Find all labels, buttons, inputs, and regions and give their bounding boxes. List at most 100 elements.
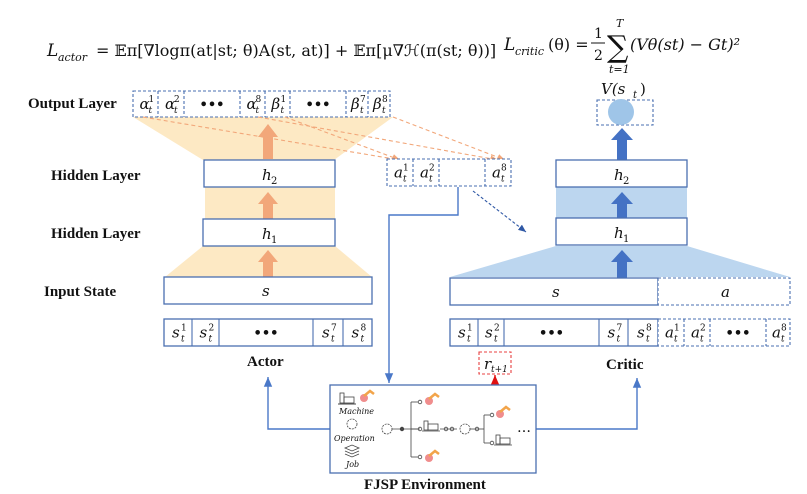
critic-loss-lhs-sub: critic — [515, 45, 544, 58]
critic-sum-symbol: ∑ — [607, 30, 629, 65]
critic-action-cell: a — [665, 324, 674, 342]
critic-value-node — [608, 99, 634, 125]
critic-state-frame — [449, 318, 659, 347]
action-cell-sub: t — [501, 175, 505, 185]
critic-action-ellipsis: ••• — [726, 327, 751, 342]
actor-state-ellipsis: ••• — [254, 327, 279, 342]
critic-h1-sub: 1 — [623, 234, 629, 245]
critic-arrow-up-2 — [611, 192, 633, 220]
reward-box: r t+1 — [478, 351, 512, 375]
actor-input-state — [163, 276, 373, 305]
critic-state-cell-sub: t — [617, 335, 621, 345]
actor-output-ellipsis: ••• — [200, 98, 225, 113]
robot-arm-icon — [496, 405, 511, 418]
critic-arrow-up-1 — [611, 128, 633, 160]
mapping-alpha1-to-a1 — [142, 116, 401, 162]
action-cell-sup: 8 — [501, 164, 507, 174]
critic-action-cell-sup: 2 — [700, 324, 706, 334]
critic-hidden-layer-2 — [555, 159, 688, 188]
critic-value-close: ) — [640, 80, 646, 98]
actor-output-cell-sup: 1 — [149, 95, 155, 105]
job-layers-icon — [343, 444, 361, 458]
critic-value-label: V(s — [601, 80, 626, 98]
action-to-critic-connector — [472, 190, 527, 233]
action-cell-sub: t — [403, 175, 407, 185]
actor-arrow-up-2 — [258, 192, 278, 220]
robot-arm-icon — [360, 389, 375, 402]
critic-state-cell-sup: 8 — [646, 324, 652, 334]
actor-arrow-up-3 — [258, 250, 278, 278]
reward-label: r — [484, 355, 492, 373]
operation-icon — [346, 418, 358, 430]
actor-loss-equation: L actor = 𝔼π[∇logπ(at|st; θ)A(st, at)] +… — [46, 41, 496, 64]
actor-hidden-layer-1 — [202, 218, 336, 247]
mapping-beta8-to-a8 — [392, 116, 506, 161]
legend-job: Job — [344, 460, 359, 469]
critic-value-sub: t — [633, 90, 638, 101]
output-to-action-mappings — [142, 116, 506, 162]
action-cell: a — [492, 164, 501, 182]
actor-state-cell-sup: 7 — [331, 324, 337, 334]
actor-output-cell-sub: t — [149, 106, 153, 116]
actor-h2-sub: 2 — [271, 176, 277, 187]
actor-state-cell: s — [352, 324, 360, 342]
actor-title: Actor — [247, 354, 284, 370]
environment-ellipsis: … — [517, 420, 531, 436]
actor-output-cell-sub: t — [256, 106, 260, 116]
action-cell: a — [394, 164, 403, 182]
critic-sum-bottom: t=1 — [609, 63, 630, 76]
critic-input-state-label: s — [552, 283, 560, 301]
actor-h2-label: h — [262, 166, 272, 184]
actor-output-cell: α — [247, 95, 257, 113]
action-cell: a — [420, 164, 429, 182]
actor-output-cell-sup: 7 — [360, 95, 366, 105]
robot-arm-icon — [425, 392, 440, 405]
critic-input-action — [657, 277, 791, 306]
critic-state-cell-sub: t — [494, 335, 498, 345]
critic-state-cell: s — [637, 324, 645, 342]
critic-action-frame — [657, 318, 791, 347]
actor-h1-sub: 1 — [271, 235, 277, 246]
actor-state-cell-sup: 1 — [181, 324, 187, 334]
critic-state-cell-sup: 2 — [494, 324, 500, 334]
critic-loss-body: (Vθ(st) − Gt)² — [630, 35, 740, 54]
critic-title: Critic — [606, 357, 644, 373]
actor-state-cell-sub: t — [361, 335, 365, 345]
actor-output-cell-sub: t — [281, 106, 285, 116]
robot-arm-icon — [425, 449, 440, 462]
actor-output-cell-sub: t — [382, 106, 386, 116]
actor-state-cell: s — [322, 324, 330, 342]
machine-icon — [338, 392, 356, 405]
critic-h2-label: h — [614, 166, 624, 184]
actor-state-cell-sup: 2 — [209, 324, 215, 334]
critic-action-cell: a — [691, 324, 700, 342]
critic-loss-equation: L critic (θ) = 1 2 ∑ T t=1 (Vθ(st) − Gt)… — [503, 17, 740, 76]
actor-output-cell-sub: t — [174, 106, 178, 116]
action-frame — [386, 158, 512, 187]
actor-h1-label: h — [262, 225, 272, 243]
actor-loss-lhs: L — [46, 41, 58, 61]
environment-to-critic-connector — [536, 378, 642, 430]
machine-icon — [494, 434, 512, 446]
critic-half-denominator: 2 — [594, 48, 603, 64]
legend-machine: Machine — [338, 407, 374, 416]
critic-input-action-label: a — [721, 283, 730, 301]
actor-output-cell: β — [372, 95, 382, 113]
action-to-environment-connector — [384, 187, 459, 383]
actor-input-label: s — [262, 282, 270, 300]
actor-output-ellipsis: ••• — [306, 98, 331, 113]
actor-output-cell-sup: 1 — [281, 95, 287, 105]
reward-sub: t+1 — [491, 365, 508, 375]
actor-state-cell-sub: t — [209, 335, 213, 345]
row-label-input-state: Input State — [44, 284, 116, 300]
legend-operation: Operation — [334, 434, 375, 443]
actor-output-cell-sup: 2 — [174, 95, 180, 105]
actor-state-cell: s — [172, 324, 180, 342]
actor-state-cell-sup: 8 — [361, 324, 367, 334]
critic-input-state — [449, 277, 659, 306]
